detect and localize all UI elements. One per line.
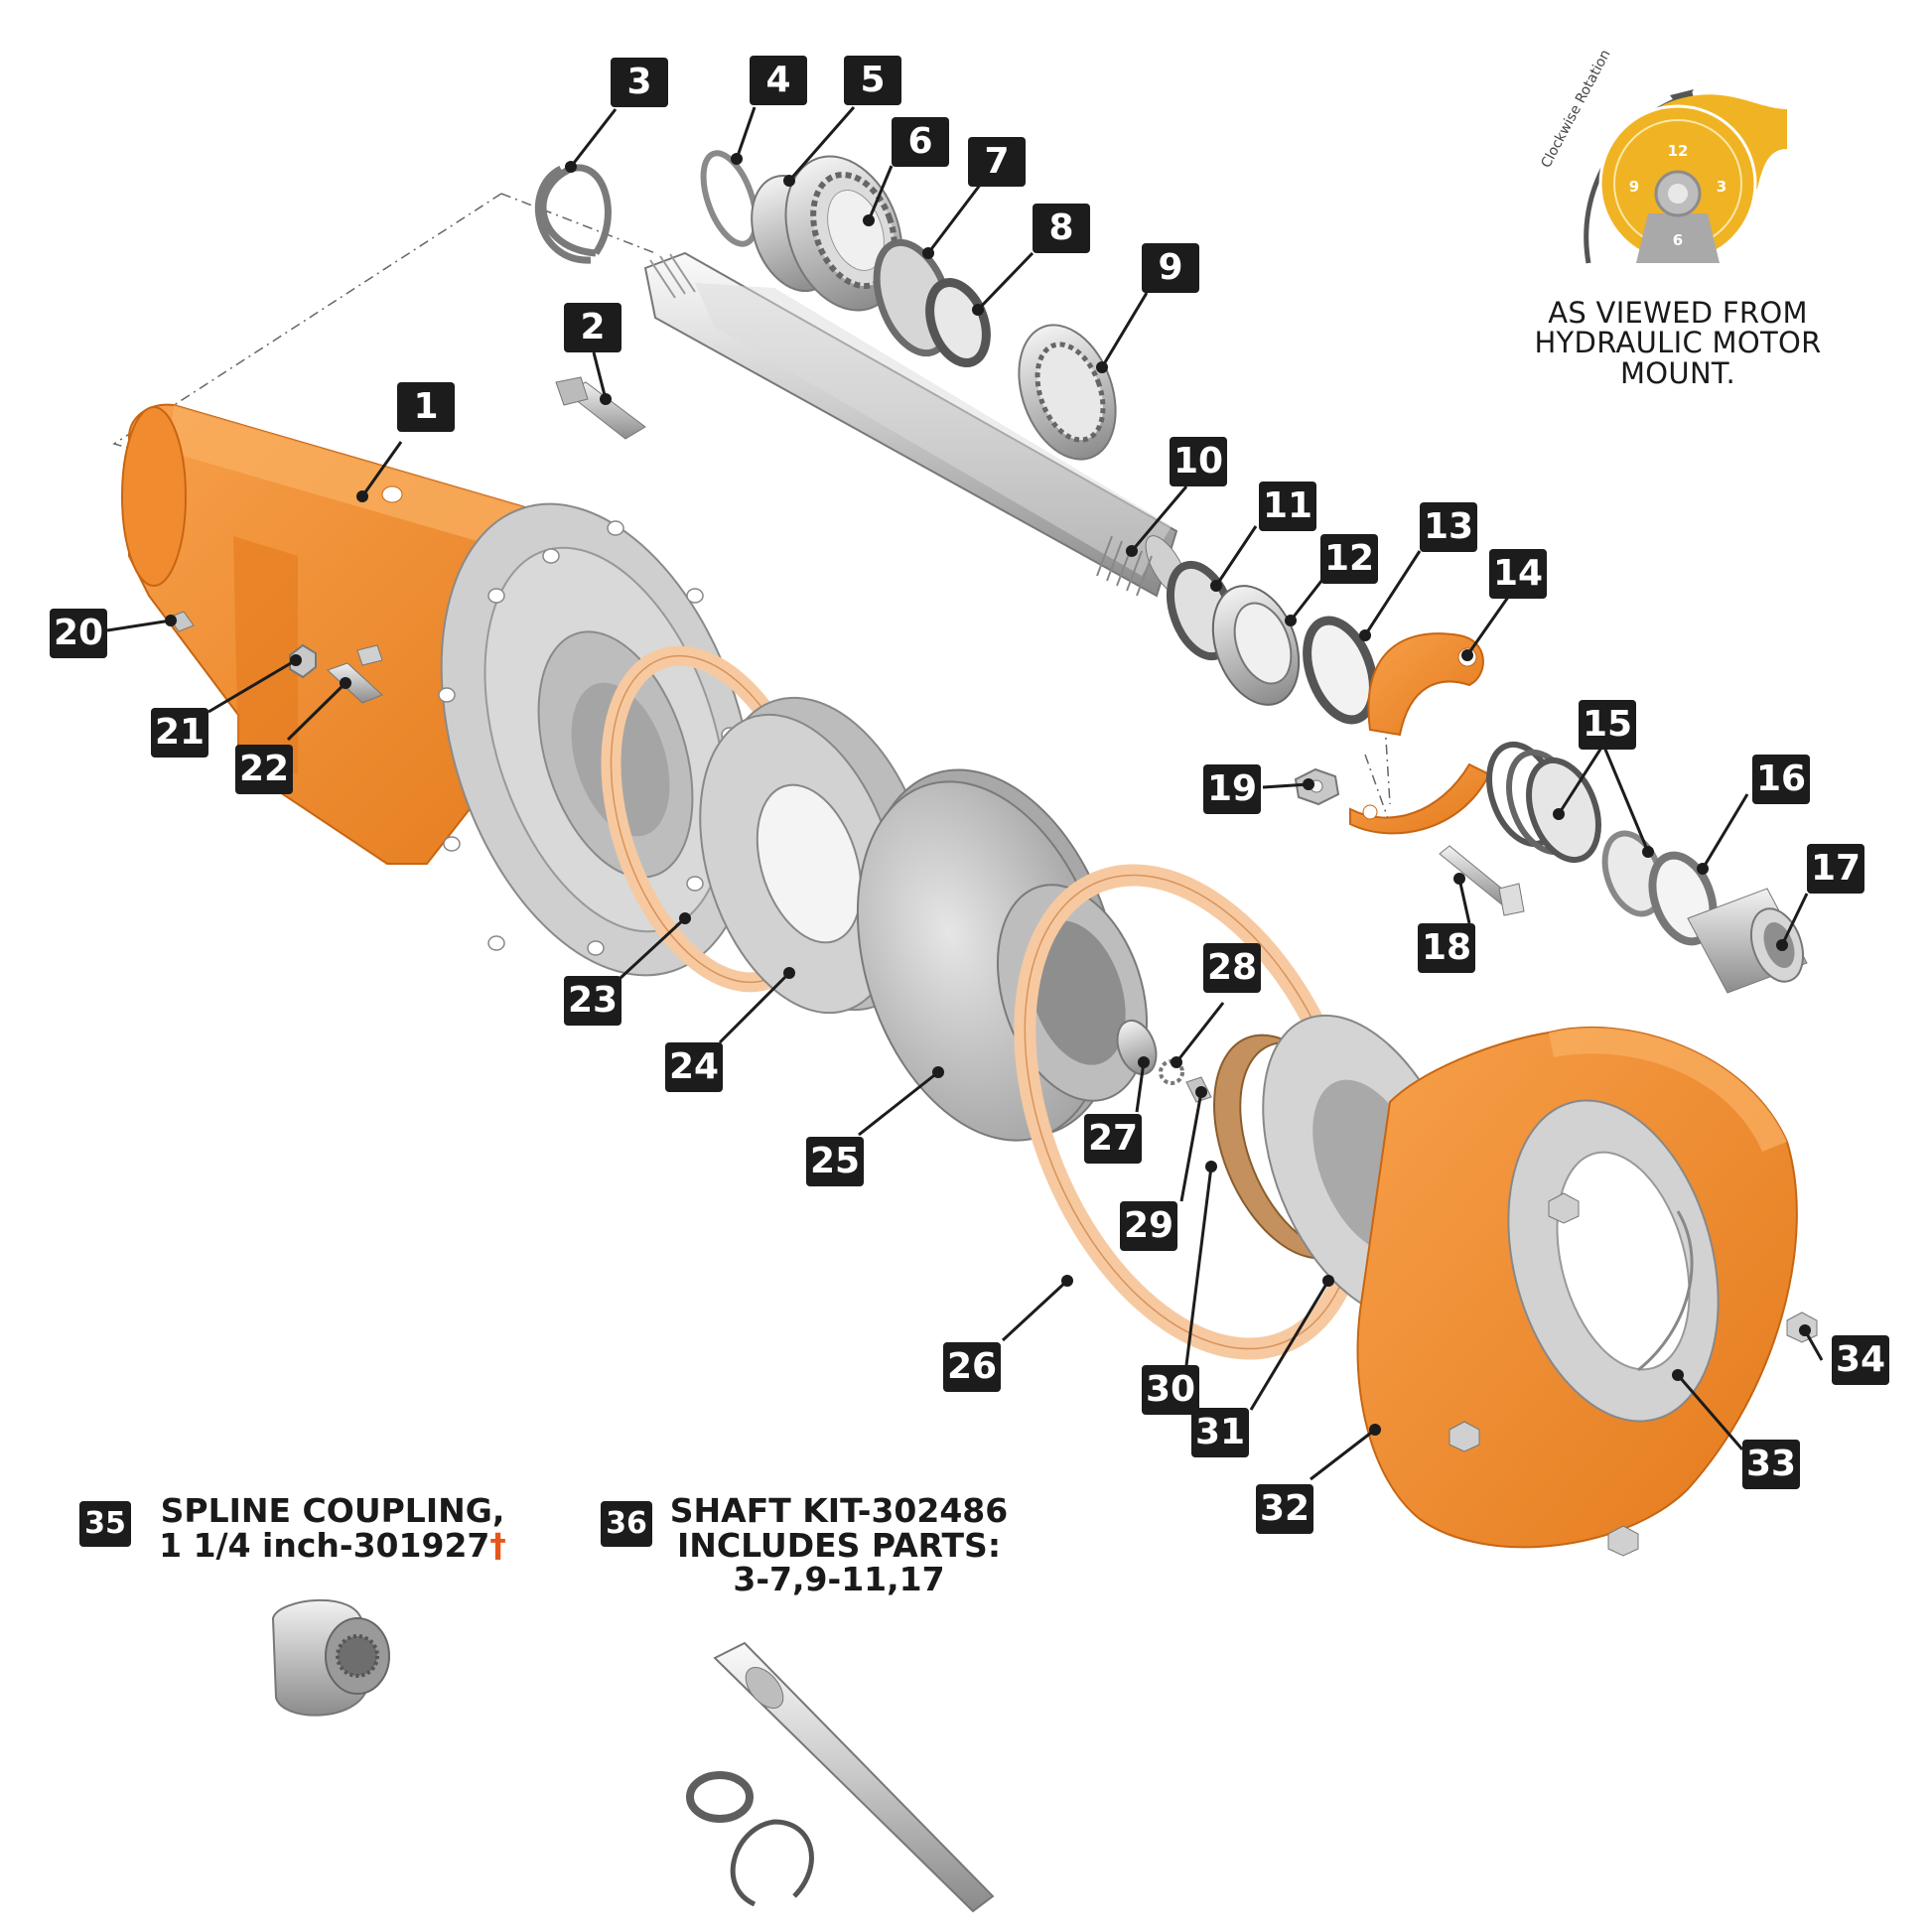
- callout-16: 16: [1752, 755, 1810, 804]
- impeller: [856, 768, 1149, 1142]
- callout-7: 7: [968, 137, 1026, 187]
- bearing-front: [751, 155, 903, 312]
- callout-13: 13: [1420, 502, 1477, 552]
- clamp-nut: [1294, 767, 1340, 806]
- retaining-ring-large: [535, 164, 612, 264]
- pump-base: [1636, 213, 1720, 263]
- callout-34: 34: [1832, 1335, 1889, 1385]
- rotation-label: Clockwise Rotation: [1538, 48, 1613, 171]
- spline-coupling-image: [271, 1598, 390, 1717]
- callout-28: 28: [1203, 943, 1261, 993]
- leader-dots: [165, 153, 1811, 1436]
- callout-35: 35: [79, 1501, 131, 1547]
- callout-2: 2: [564, 303, 621, 352]
- leader-lines: [106, 106, 1824, 1481]
- callout-30: 30: [1142, 1365, 1199, 1415]
- callout-5: 5: [844, 56, 901, 105]
- dial-6: 6: [1673, 231, 1683, 249]
- callout-11: 11: [1259, 482, 1316, 531]
- rotation-note-line-3: MOUNT.: [1619, 355, 1736, 390]
- callout-18: 18: [1418, 923, 1475, 973]
- pump-shaft: [643, 251, 1188, 598]
- seal-ring: [1303, 616, 1378, 725]
- dial-3: 3: [1717, 178, 1726, 196]
- spline-coupling-line-1: SPLINE COUPLING,: [160, 1491, 505, 1530]
- callout-19: 19: [1203, 764, 1261, 814]
- dagger-mark: †: [489, 1525, 506, 1565]
- clamp-bolt: [1439, 845, 1525, 916]
- shaft-kit-caption: SHAFT KIT-302486 INCLUDES PARTS: 3-7,9-1…: [660, 1491, 1018, 1599]
- spline-coupling-line-2: 1 1/4 inch-301927†: [159, 1525, 506, 1565]
- shaft-clamp: [1349, 632, 1491, 835]
- rotation-note: AS VIEWED FROM HYDRAULIC MOTOR MOUNT.: [1509, 296, 1847, 390]
- shaft-kit-line-2: INCLUDES PARTS:: [676, 1525, 1002, 1565]
- callout-26: 26: [943, 1342, 1001, 1392]
- thrust-washer: [925, 278, 991, 367]
- rotation-note-line-1: AS VIEWED FROM: [1548, 296, 1808, 330]
- shaft-kit-image: [686, 1641, 995, 1913]
- callout-6: 6: [892, 117, 949, 167]
- callout-21: 21: [151, 708, 208, 758]
- callout-33: 33: [1742, 1440, 1800, 1489]
- callout-36: 36: [601, 1501, 652, 1547]
- rotation-label-text: Clockwise Rotation: [1538, 48, 1613, 171]
- callout-24: 24: [665, 1042, 723, 1092]
- dial-12: 12: [1668, 142, 1689, 160]
- rotation-note-line-2: HYDRAULIC MOTOR: [1534, 326, 1822, 360]
- shaft-kit-line-1: SHAFT KIT-302486: [669, 1491, 1009, 1530]
- callout-31: 31: [1191, 1408, 1249, 1457]
- callout-32: 32: [1256, 1484, 1313, 1534]
- pipe-plug: [289, 643, 317, 679]
- callout-15: 15: [1579, 700, 1636, 750]
- callout-12: 12: [1320, 534, 1378, 584]
- callout-8: 8: [1033, 204, 1090, 253]
- callout-1: 1: [397, 382, 455, 432]
- callout-25: 25: [806, 1137, 864, 1186]
- vent-fitting: [327, 644, 383, 704]
- callout-9: 9: [1142, 243, 1199, 293]
- callout-17: 17: [1807, 844, 1864, 894]
- callout-27: 27: [1084, 1114, 1142, 1164]
- callout-14: 14: [1489, 549, 1547, 599]
- pump-casing: [1356, 1026, 1798, 1549]
- callout-10: 10: [1170, 437, 1227, 486]
- shaft-kit-line-3: 3-7,9-11,17: [733, 1560, 945, 1599]
- dial-9: 9: [1629, 178, 1639, 196]
- rotation-indicator: Clockwise Rotation 12 3 6 9: [1538, 48, 1787, 264]
- cap-screw: [555, 376, 646, 440]
- kit-seal: [686, 1771, 754, 1823]
- callout-4: 4: [750, 56, 807, 105]
- kit-retaining-ring: [730, 1819, 814, 1907]
- callout-20: 20: [50, 609, 107, 658]
- mechanical-seal: [1211, 585, 1301, 706]
- callout-29: 29: [1120, 1201, 1177, 1251]
- callout-3: 3: [611, 58, 668, 107]
- bearing-rear: [1018, 324, 1117, 461]
- callout-22: 22: [235, 745, 293, 794]
- spline-coupling-caption: SPLINE COUPLING, 1 1/4 inch-301927†: [149, 1491, 516, 1565]
- callout-23: 23: [564, 976, 621, 1026]
- bearing-housing: [121, 403, 756, 977]
- retaining-ring-small: [700, 150, 759, 247]
